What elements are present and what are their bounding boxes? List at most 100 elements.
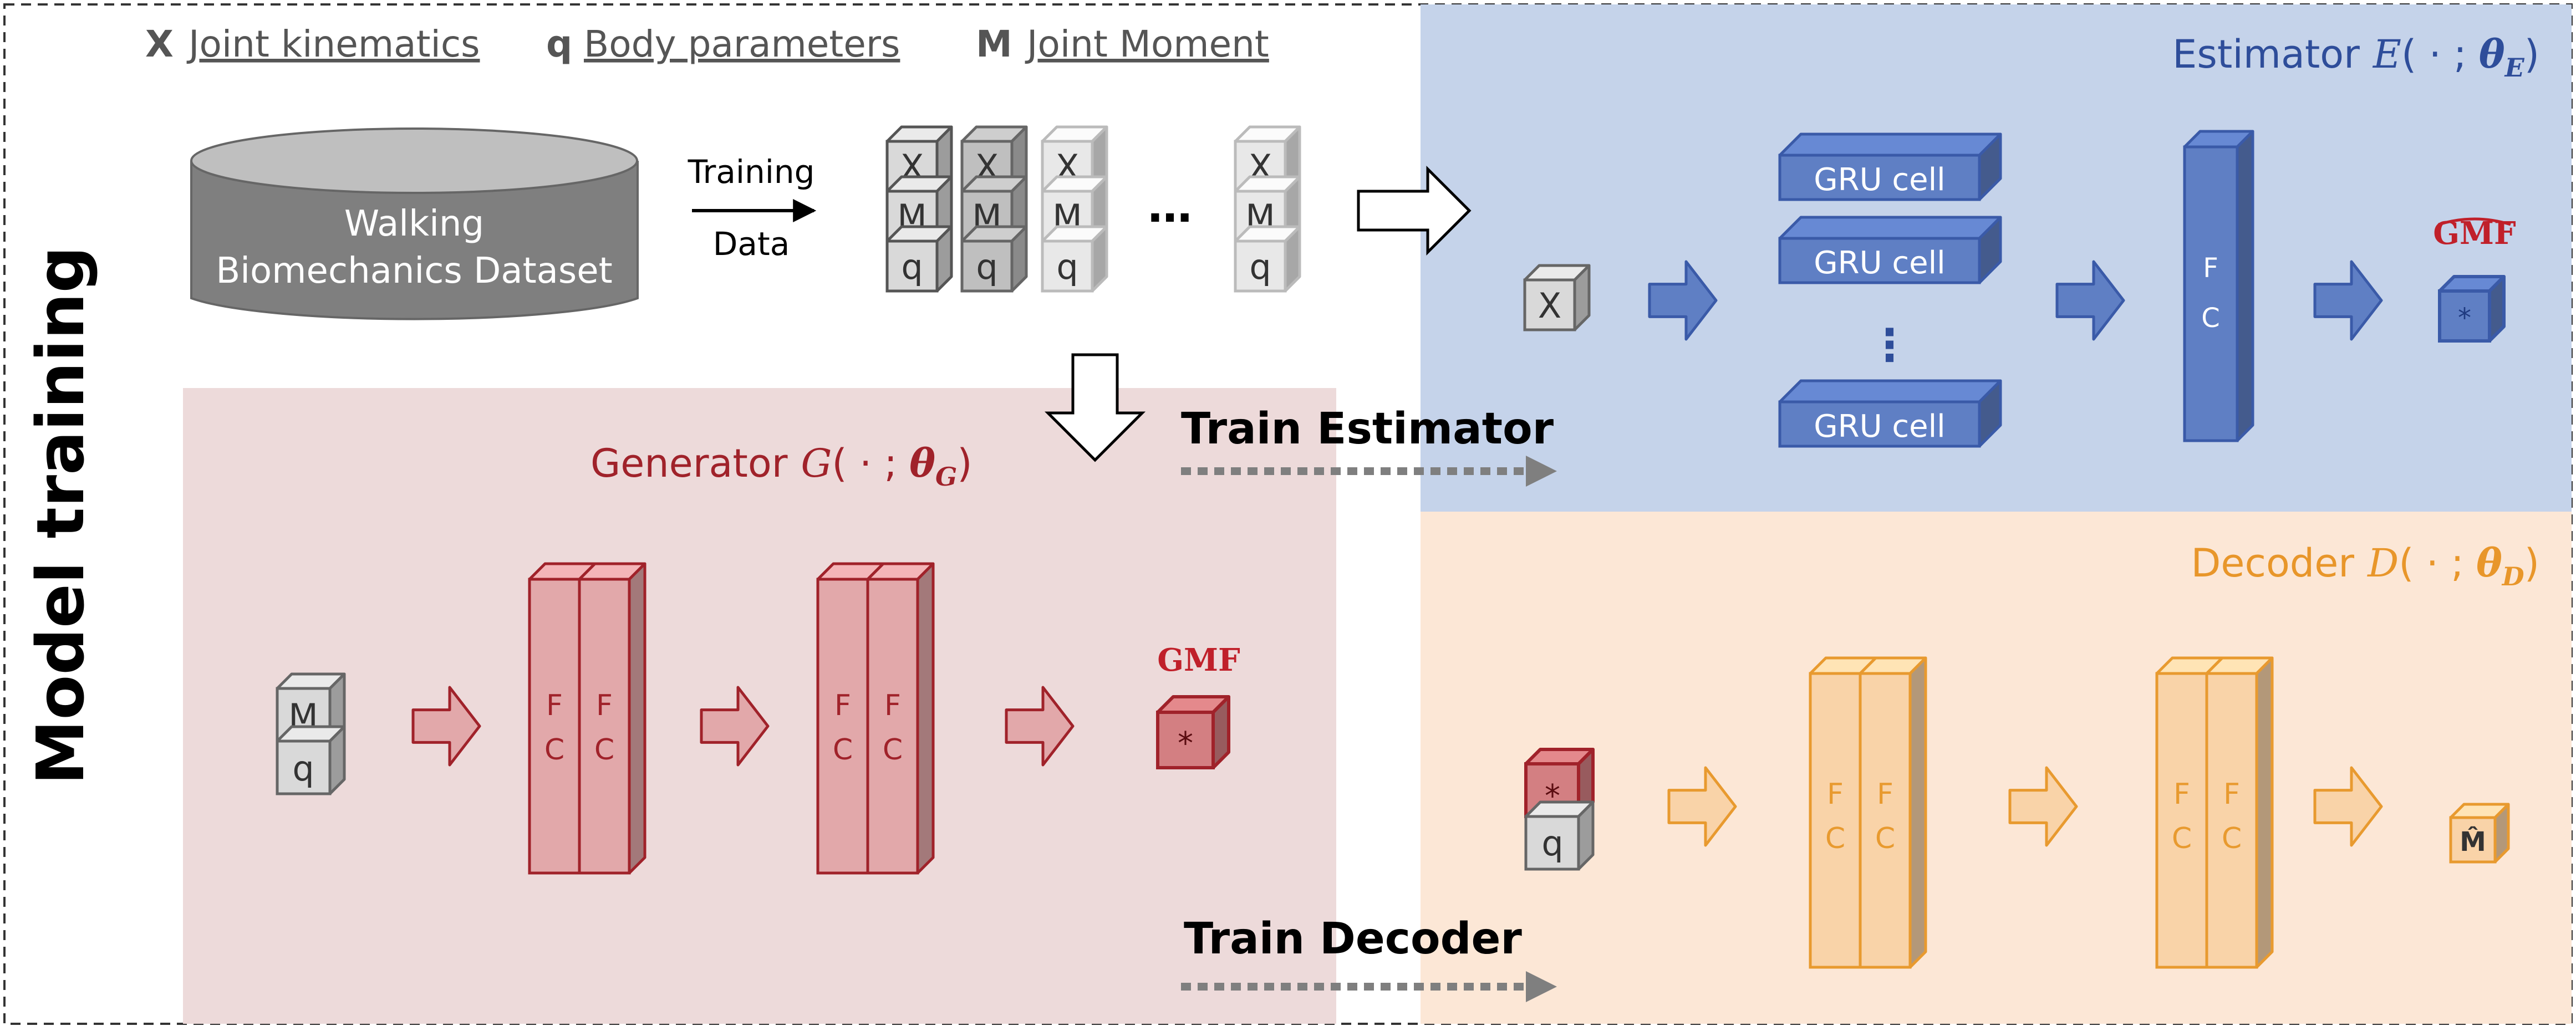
data-stack: XMq: [885, 125, 953, 293]
estimator-input-cube: X: [1523, 264, 1591, 331]
generator-args: ( · ;: [832, 441, 909, 486]
training-data-line2: Data: [713, 225, 790, 263]
generator-fc-f: F: [546, 689, 563, 722]
generator-output-symbol: *: [1178, 726, 1193, 762]
generator-close: ): [957, 441, 972, 486]
decoder-sub: D: [2501, 562, 2524, 591]
dataset-to-estimator-arrow: [1357, 165, 1472, 256]
stack-ellipsis: …: [1148, 181, 1192, 232]
generator-fc-c: C: [833, 733, 853, 767]
generator-input-q: [276, 725, 346, 795]
stack-cell: [1234, 175, 1301, 243]
decoder-fc-f: F: [2223, 778, 2240, 811]
generator-input-q-label: q: [292, 748, 314, 789]
gru-cell-label: GRU cell: [1814, 245, 1945, 281]
generator-arrow-1: [411, 686, 481, 767]
decoder-fc-c: C: [1875, 822, 1895, 855]
estimator-input-box: [1523, 264, 1591, 331]
generator-fc-box: [578, 562, 646, 875]
decoder-panel: [1421, 512, 2572, 1024]
decoder-input-stack: *q: [1524, 748, 1595, 871]
decoder-arrow-1: [1667, 766, 1737, 847]
decoder-flow-arrows: [1667, 766, 2383, 847]
decoder-fc-f: F: [1877, 778, 1893, 811]
generator-fc-f: F: [834, 689, 851, 722]
estimator-output-cube: *: [2438, 275, 2506, 343]
side-label: Model training: [22, 246, 99, 785]
stack-cell-label: q: [1056, 247, 1078, 287]
data-stack: XMq: [1041, 125, 1108, 293]
estimator-output-box: [2438, 275, 2506, 343]
estimator-arrow-1: [1648, 260, 1718, 341]
decoder-title-word: Decoder: [2191, 540, 2355, 586]
stack-cell: [1041, 225, 1108, 293]
legend-m-symbol: M: [976, 23, 1012, 65]
decoder-arrow-2: [2008, 766, 2078, 847]
gru-cell-label: GRU cell: [1814, 162, 1945, 198]
generator-fc-c: C: [883, 733, 903, 767]
estimator-input-label: X: [1538, 285, 1561, 326]
estimator-title-word: Estimator: [2172, 32, 2360, 77]
stack-cell-label: q: [976, 247, 997, 287]
legend-q-label: Body parameters: [584, 23, 900, 65]
gru-vdots: ⋮: [1867, 319, 1912, 371]
data-stack: XMq: [960, 125, 1028, 293]
generator-output-label: GMF: [1157, 642, 1240, 678]
estimator-arrow-3: [2313, 260, 2383, 341]
stack-cell: [1234, 225, 1301, 293]
stack-cell: [960, 225, 1028, 293]
generator-theta: θ: [909, 440, 935, 486]
decoder-output-box: [2449, 803, 2510, 864]
estimator-fc-layer: FC: [2183, 130, 2254, 442]
estimator-fn: E: [2372, 32, 2401, 77]
generator-fc-c: C: [594, 733, 614, 767]
gru-cell: [1778, 132, 2002, 201]
train-decoder-label: Train Decoder: [1184, 914, 1522, 964]
decoder-close: ): [2524, 540, 2539, 586]
estimator-theta: θ: [2479, 31, 2505, 77]
decoder-fc-c: C: [2222, 822, 2242, 855]
legend-q-symbol: q: [546, 23, 572, 65]
legend-x-label: Joint kinematics: [186, 23, 480, 65]
stack-cell-label: q: [901, 247, 923, 287]
gru-cell: [1778, 216, 2002, 284]
gru-cell-label: GRU cell: [1814, 409, 1945, 445]
dataset-to-generator-arrow: [1044, 353, 1146, 462]
decoder-fn: D: [2366, 540, 2399, 586]
legend-m-label: Joint Moment: [1025, 23, 1269, 65]
estimator-arrow-2: [2055, 260, 2125, 341]
generator-fc-f: F: [596, 689, 613, 722]
decoder-fc-box: [1859, 656, 1927, 969]
training-data-line1: Training: [688, 153, 815, 191]
decoder-theta: θ: [2476, 540, 2502, 586]
generator-title-word: Generator: [590, 441, 788, 486]
dataset-cylinder: Walking Biomechanics Dataset: [190, 127, 639, 320]
estimator-fc-f: F: [2203, 253, 2218, 284]
generator-panel: [183, 388, 1336, 1024]
generator-sub: G: [935, 462, 957, 492]
estimator-output-hat: [2438, 217, 2511, 226]
estimator-fc-box: [2183, 130, 2254, 442]
decoder-arrow-3: [2313, 766, 2383, 847]
train-estimator-label: Train Estimator: [1181, 404, 1554, 454]
estimator-output-label: GMF: [2433, 215, 2516, 252]
data-stack: XMq: [1234, 125, 1301, 293]
generator-fc-f: F: [884, 689, 901, 722]
dataset-line1: Walking: [344, 203, 484, 244]
decoder-fc-f: F: [1827, 778, 1844, 811]
gru-cell: [1778, 379, 2002, 448]
decoder-fc-c: C: [2172, 822, 2192, 855]
estimator-output-symbol: *: [2458, 303, 2471, 334]
stack-cell-label: q: [1249, 247, 1271, 287]
decoder-fc-box: [2205, 656, 2274, 969]
generator-output-cube: *: [1156, 695, 1230, 769]
